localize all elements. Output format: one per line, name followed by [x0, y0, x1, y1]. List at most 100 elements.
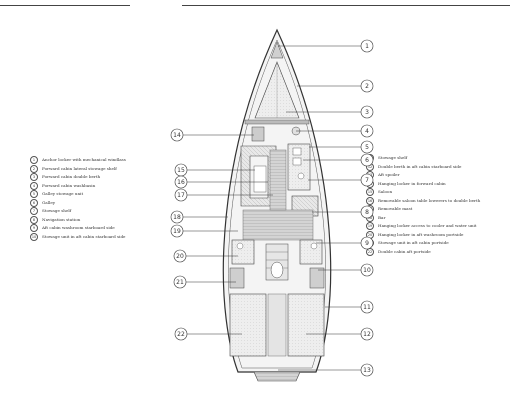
legend-number: 16 — [366, 196, 374, 205]
callout-3: 3 — [360, 105, 374, 119]
callout-number: 19 — [173, 228, 181, 235]
legend-number: 2 — [30, 164, 38, 173]
legend-text: Stowage shelf — [42, 208, 72, 213]
legend-text: Bar — [378, 214, 386, 220]
callout-number: 17 — [177, 192, 185, 199]
legend-number: 7 — [30, 207, 38, 216]
legend-text: Stowage unit in aft cabin portside — [378, 240, 449, 245]
legend-number: 3 — [30, 173, 38, 182]
legend-number: 6 — [30, 198, 38, 207]
aft-locker-starboard — [309, 267, 325, 289]
legend-item: 16 Removable saloon table lowerers to dou… — [366, 196, 516, 206]
legend-number: 8 — [30, 215, 38, 224]
callout-number: 3 — [365, 109, 369, 116]
legend-item: 6 Galley — [30, 198, 170, 208]
callout-14: 14 — [170, 128, 184, 142]
callout-1: 1 — [360, 39, 374, 53]
saloon-table — [253, 165, 267, 193]
callout-number: 13 — [363, 367, 371, 374]
legend-text: Saloon — [378, 189, 393, 194]
callout-18: 18 — [170, 210, 184, 224]
callout-5: 5 — [360, 140, 374, 154]
callout-6: 6 — [360, 153, 374, 167]
washbasin — [310, 242, 318, 250]
legend-text: Double berth in aft cabin starboard side — [378, 163, 462, 169]
legend-text: Removable saloon table lowerers to doubl… — [378, 197, 481, 203]
legend-text: Anchor locker with mechanical windlass — [42, 157, 126, 162]
legend-text: Forward cabin double berth — [42, 174, 101, 179]
leader-lines-left — [183, 134, 273, 335]
callout-20: 20 — [173, 249, 187, 263]
legend-text: Removable mast — [378, 206, 413, 211]
callout-7: 7 — [360, 173, 374, 187]
callout-11: 11 — [360, 300, 374, 314]
callout-number: 2 — [365, 83, 369, 90]
legend-text: Hanging locker in aft washroom portside — [378, 231, 464, 237]
callout-number: 21 — [176, 279, 184, 286]
aft-berth-starboard — [287, 293, 325, 357]
callout-17: 17 — [174, 188, 188, 202]
top-rule-right — [182, 5, 510, 6]
callout-number: 9 — [365, 240, 369, 247]
callout-number: 18 — [173, 214, 181, 221]
legend-text: Stowage unit in aft cabin starboard side — [42, 233, 126, 239]
saloon-sole — [269, 149, 287, 211]
callout-number: 5 — [365, 144, 369, 151]
callout-9: 9 — [360, 236, 374, 250]
callout-number: 8 — [365, 209, 369, 216]
legend-number: 19 — [366, 222, 374, 231]
legend-item: 15 Saloon — [366, 188, 516, 197]
callout-4: 4 — [360, 124, 374, 138]
callout-2: 2 — [360, 79, 374, 93]
callout-8: 8 — [360, 205, 374, 219]
washbasin — [236, 242, 244, 250]
callout-16: 16 — [174, 175, 188, 189]
callout-number: 6 — [365, 157, 369, 164]
callout-number: 16 — [177, 179, 185, 186]
callout-15: 15 — [174, 163, 188, 177]
legend-text: Forward cabin lateral stowage shelf — [42, 165, 117, 171]
callout-number: 1 — [365, 43, 369, 50]
legend-number: 1 — [30, 156, 38, 165]
galley — [287, 143, 311, 191]
callout-10: 10 — [360, 263, 374, 277]
legend-item: 1 Anchor locker with mechanical windlass — [30, 156, 170, 165]
sink — [292, 147, 302, 156]
legend-text: Hanging locker in forward cabin — [378, 180, 446, 186]
legend-number: 4 — [30, 181, 38, 190]
legend-item: 4 Forward cabin washbasin — [30, 181, 170, 191]
callout-number: 11 — [363, 304, 371, 311]
legend-number: 10 — [30, 232, 38, 241]
callout-number: 20 — [176, 253, 184, 260]
washroom-starboard — [299, 239, 323, 265]
engine-cover — [270, 261, 284, 279]
hanging-locker — [251, 126, 265, 142]
legend-item: 7 Stowage shelf — [30, 207, 170, 216]
legend-text: Double cabin aft portside — [378, 248, 431, 254]
callout-number: 15 — [177, 167, 185, 174]
aft-corridor — [267, 293, 287, 357]
callout-13: 13 — [360, 363, 374, 377]
callout-number: 10 — [363, 267, 371, 274]
leader-lines-right — [278, 45, 361, 371]
callout-number: 4 — [365, 128, 369, 135]
callout-12: 12 — [360, 327, 374, 341]
callout-number: 12 — [363, 331, 371, 338]
legend-text: Galley — [42, 199, 56, 205]
callout-22: 22 — [174, 327, 188, 341]
legend-text: Forward cabin washbasin — [42, 182, 96, 188]
top-rule-left — [0, 5, 130, 6]
callout-number: 22 — [177, 331, 185, 338]
legend-item: 2 Forward cabin lateral stowage shelf — [30, 164, 170, 174]
stove — [297, 172, 305, 180]
legend-text: Stowage shelf — [378, 155, 408, 160]
legend-item: 19 Hanging locker access to cooler and wa… — [366, 222, 516, 231]
legend-item: 3 Forward cabin double berth — [30, 173, 170, 182]
legend-number: 15 — [366, 188, 374, 197]
legend-text: Hanging locker access to cooler and wate… — [378, 223, 477, 228]
aft-spoiler — [253, 371, 301, 382]
